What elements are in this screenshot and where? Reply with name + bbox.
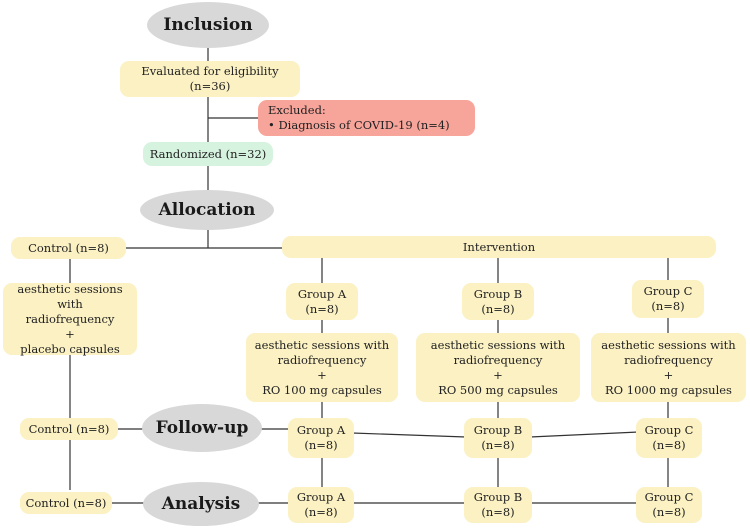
stage-followup: Follow-up	[142, 404, 262, 452]
group-a-treatment-box: aesthetic sessions with radiofrequency +…	[246, 333, 398, 402]
line-followup-bc	[529, 431, 639, 438]
randomized-label: Randomized (n=32)	[149, 146, 267, 161]
group-b-treatment-line3: +	[493, 367, 503, 382]
group-c-allocation-box: Group C (n=8)	[632, 280, 704, 318]
group-a-analysis-count: (n=8)	[304, 505, 338, 519]
intervention-label: Intervention	[462, 239, 536, 254]
stage-analysis-label: Analysis	[161, 494, 241, 514]
control-treatment-line1: aesthetic sessions with	[17, 281, 123, 311]
stage-followup-label: Follow-up	[155, 418, 249, 438]
control-analysis-label: Control (n=8)	[25, 495, 107, 510]
group-c-followup-name: Group C	[644, 423, 694, 437]
line-followup-ab	[351, 432, 467, 438]
stage-inclusion-label: Inclusion	[163, 15, 253, 35]
group-b-name: Group B	[473, 286, 523, 301]
control-followup-box: Control (n=8)	[20, 418, 118, 440]
group-b-count: (n=8)	[481, 301, 515, 316]
excluded-title: Excluded:	[268, 103, 326, 117]
group-b-followup-name: Group B	[473, 423, 523, 437]
group-a-allocation-box: Group A (n=8)	[286, 283, 358, 320]
group-b-analysis-name: Group B	[473, 490, 523, 504]
group-c-count: (n=8)	[651, 299, 685, 313]
stage-inclusion: Inclusion	[147, 2, 269, 48]
control-treatment-box: aesthetic sessions with radiofrequency +…	[3, 281, 137, 356]
group-c-treatment-line2: radiofrequency	[624, 352, 713, 367]
group-b-followup-count: (n=8)	[481, 438, 515, 452]
control-allocation-box: Control (n=8)	[11, 237, 126, 259]
group-b-treatment-line1: aesthetic sessions with	[430, 337, 566, 352]
group-a-followup-count: (n=8)	[304, 438, 338, 452]
group-c-analysis-box: Group C (n=8)	[636, 487, 702, 523]
stage-analysis: Analysis	[143, 482, 259, 526]
group-a-analysis-box: Group A (n=8)	[288, 487, 354, 523]
eligibility-box: Evaluated for eligibility (n=36)	[120, 61, 300, 97]
group-c-treatment-line1: aesthetic sessions with	[601, 337, 736, 352]
control-treatment-line4: placebo capsules	[20, 341, 120, 356]
group-a-followup-box: Group A (n=8)	[288, 418, 354, 458]
group-c-treatment-line4: RO 1000 mg capsules	[605, 382, 732, 397]
group-a-treatment-line3: +	[317, 367, 327, 382]
group-b-followup-box: Group B (n=8)	[464, 418, 532, 458]
stage-allocation-label: Allocation	[158, 200, 256, 220]
eligibility-line2: (n=36)	[189, 79, 231, 93]
eligibility-line1: Evaluated for eligibility	[141, 64, 279, 78]
control-treatment-line2: radiofrequency	[25, 311, 115, 326]
group-c-treatment-box: aesthetic sessions with radiofrequency +…	[591, 333, 746, 402]
group-a-count: (n=8)	[305, 301, 339, 316]
group-b-analysis-count: (n=8)	[481, 505, 515, 519]
group-b-allocation-box: Group B (n=8)	[462, 283, 534, 320]
group-c-followup-box: Group C (n=8)	[636, 418, 702, 458]
control-treatment-line3: +	[65, 326, 75, 341]
group-c-treatment-line3: +	[663, 367, 674, 382]
group-a-name: Group A	[297, 286, 347, 301]
group-b-analysis-box: Group B (n=8)	[464, 487, 532, 523]
group-c-name: Group C	[643, 284, 693, 298]
group-b-treatment-line4: RO 500 mg capsules	[438, 382, 558, 397]
control-analysis-box: Control (n=8)	[20, 492, 112, 514]
control-allocation-label: Control (n=8)	[28, 240, 109, 255]
intervention-box: Intervention	[282, 236, 716, 258]
stage-allocation: Allocation	[140, 190, 274, 230]
group-b-treatment-line2: radiofrequency	[453, 352, 543, 367]
excluded-box: Excluded: • Diagnosis of COVID-19 (n=4)	[258, 100, 475, 136]
randomized-box: Randomized (n=32)	[143, 142, 273, 166]
group-b-treatment-box: aesthetic sessions with radiofrequency +…	[416, 333, 580, 402]
group-a-treatment-line2: radiofrequency	[277, 352, 367, 367]
group-a-treatment-line4: RO 100 mg capsules	[262, 382, 382, 397]
group-a-treatment-line1: aesthetic sessions with	[254, 337, 390, 352]
group-c-analysis-name: Group C	[644, 490, 694, 504]
group-a-analysis-name: Group A	[296, 490, 346, 504]
group-c-followup-count: (n=8)	[652, 438, 686, 452]
group-a-followup-name: Group A	[296, 423, 346, 437]
group-c-analysis-count: (n=8)	[652, 505, 686, 519]
excluded-reason: • Diagnosis of COVID-19 (n=4)	[268, 118, 450, 132]
control-followup-label: Control (n=8)	[28, 421, 110, 436]
